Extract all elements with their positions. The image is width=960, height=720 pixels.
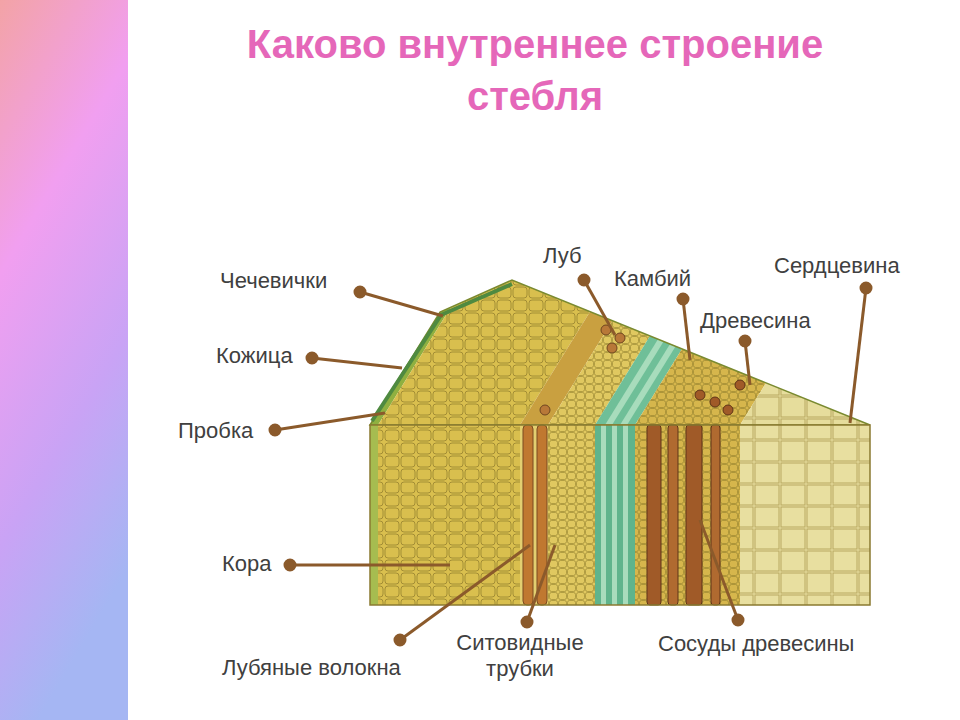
part-label: Кора [222, 551, 272, 577]
stem-skin-edge [372, 284, 512, 421]
stem-front-face [370, 425, 870, 605]
leader-dot [270, 425, 280, 435]
part-label: Пробка [178, 418, 253, 444]
leader-dot [861, 283, 871, 293]
leader-line [275, 413, 385, 430]
leader-line [700, 520, 738, 620]
leader-dot [395, 635, 405, 645]
leader-dot [733, 615, 743, 625]
leader-dot [579, 275, 589, 285]
leader-line [290, 564, 450, 567]
part-label: Сосуды древесины [658, 631, 854, 657]
leader-line [850, 288, 866, 423]
part-label: Камбий [614, 266, 691, 292]
leader-line [584, 280, 615, 335]
leader-dot [285, 560, 295, 570]
part-label: Чечевички [220, 268, 327, 294]
side-band [0, 0, 128, 720]
stem-top-outline [370, 280, 870, 425]
leader-line [745, 341, 750, 385]
leader-dot [307, 353, 317, 363]
part-label: Луб [543, 243, 582, 269]
part-label: Кожица [216, 343, 293, 369]
part-label: Ситовидные трубки [452, 630, 588, 682]
leader-line [400, 545, 530, 640]
leader-dot [678, 294, 688, 304]
leader-line [360, 292, 443, 316]
leader-line [527, 545, 555, 622]
leader-line [683, 299, 690, 360]
leader-dot [740, 336, 750, 346]
leader-dot [355, 287, 365, 297]
part-label: Сердцевина [774, 253, 900, 279]
leader-dot [522, 617, 532, 627]
leader-line [312, 358, 402, 368]
diagram-title: Каково внутреннее строение стебля [200, 18, 870, 122]
part-label: Древесина [700, 308, 811, 334]
stem-top-face [360, 255, 960, 425]
part-label: Лубяные волокна [222, 655, 401, 681]
leader-lines [270, 275, 871, 645]
